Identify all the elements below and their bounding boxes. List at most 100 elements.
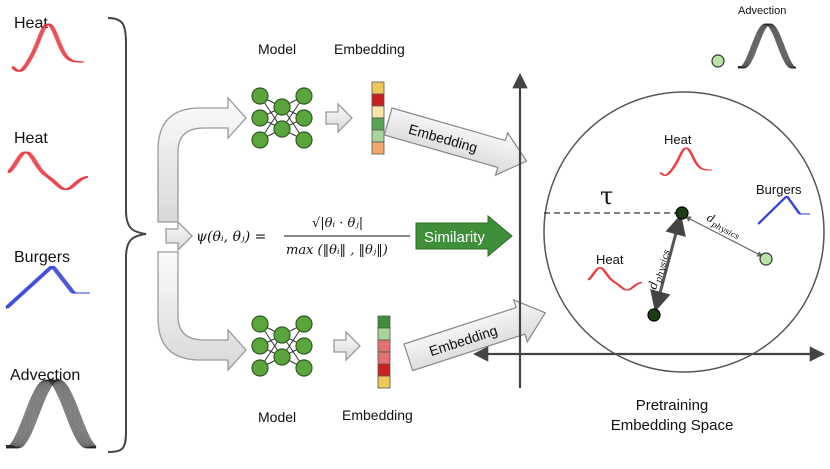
flow-arrow-formula: [165, 220, 193, 252]
mini-burgers-curve: [757, 195, 810, 225]
embedding-space-circle: [543, 91, 825, 373]
space-title-line1: Pretraining: [636, 397, 709, 414]
network-node: [273, 120, 291, 138]
similarity-arrow: Similarity: [415, 214, 513, 258]
network-node: [251, 109, 269, 127]
curve-stroke: [587, 267, 642, 291]
network-node: [251, 87, 269, 105]
curve-stroke: [5, 266, 90, 309]
point-advection: [711, 54, 725, 68]
network-node: [251, 315, 269, 333]
left-curves-panel: Heat Heat Burgers Advection: [5, 15, 97, 449]
bottom-embedding-label: Embedding: [342, 407, 413, 423]
embedding-cell: [377, 339, 391, 353]
embedding-cell: [371, 105, 385, 119]
space-title-line2: Embedding Space: [611, 417, 734, 434]
curve-stroke: [11, 23, 84, 72]
distance-label-main: dphysics: [645, 247, 672, 292]
heat-curve-2: [7, 151, 89, 191]
curve-stroke: [659, 147, 712, 176]
curve-stroke: [7, 151, 88, 191]
curve-stroke: [659, 147, 712, 176]
network-node: [273, 348, 291, 366]
point-burgers: [759, 252, 773, 266]
curve-label-burgers: Burgers: [14, 249, 70, 266]
bottom-embedding-vector: [377, 315, 391, 389]
embedding-cell: [377, 327, 391, 341]
heat-bottom-label: Heat: [596, 252, 624, 267]
curve-label-heat-1: Heat: [14, 15, 48, 32]
embedding-cell: [377, 375, 391, 389]
curve-stroke: [659, 147, 712, 176]
embedding-cell: [371, 129, 385, 143]
curve-stroke: [757, 196, 810, 225]
top-model-label: Model: [258, 41, 296, 57]
curve-stroke: [6, 379, 97, 449]
distance-arrow-small: [684, 216, 764, 257]
distance-arrow-main: [650, 213, 686, 313]
curve-stroke: [5, 266, 90, 308]
mini-heat-bottom-curve: [587, 267, 643, 291]
curve-label-heat-2: Heat: [14, 130, 48, 147]
curve-label-advection: Advection: [10, 367, 80, 384]
curve-stroke: [5, 265, 90, 307]
curve-stroke: [5, 379, 96, 449]
curve-stroke: [659, 147, 712, 176]
embedding-cell: [371, 141, 385, 155]
embedding-cell: [371, 81, 385, 95]
mini-heat-top-curve: [659, 147, 712, 176]
advection-curve: [5, 379, 97, 449]
curve-stroke: [757, 196, 810, 224]
embedding-arrow-top: Embedding: [383, 107, 528, 177]
top-embedding-label: Embedding: [334, 41, 405, 57]
curve-stroke: [757, 195, 810, 224]
distance-sub-main: physics: [654, 249, 673, 285]
formula-numerator: √|θᵢ · θⱼ|: [312, 216, 363, 231]
network-node: [295, 131, 313, 149]
top-model-network: [251, 87, 313, 149]
network-node: [251, 337, 269, 355]
threshold-symbol: τ: [600, 182, 613, 210]
advection-label: Advection: [738, 5, 786, 17]
point-heat-lower: [647, 308, 661, 322]
curve-stroke: [659, 147, 712, 176]
curve-stroke: [757, 195, 810, 225]
burgers-label: Burgers: [756, 182, 802, 197]
mini-advection-curve: [737, 23, 797, 69]
network-node: [273, 326, 291, 344]
distance-sub-small: physics: [710, 220, 741, 242]
network-node: [273, 98, 291, 116]
curve-stroke: [6, 265, 90, 309]
network-node: [295, 109, 313, 127]
curve-stroke: [737, 23, 796, 69]
grouping-brace: [107, 17, 147, 453]
network-node: [295, 87, 313, 105]
network-node: [295, 337, 313, 355]
embedding-cell: [371, 117, 385, 131]
curve-stroke: [5, 266, 90, 309]
heat-top-label: Heat: [664, 132, 692, 147]
curve-stroke: [7, 151, 89, 191]
embedding-cell: [377, 363, 391, 377]
embedding-cell: [371, 93, 385, 107]
embedding-arrow-bottom: Embedding: [403, 298, 547, 372]
formula-denominator: max (‖θᵢ‖ , ‖θⱼ‖): [286, 243, 388, 258]
bottom-model-label: Model: [258, 409, 296, 425]
arrow-model-to-embedding-top: [325, 102, 353, 134]
network-node: [251, 359, 269, 377]
curve-stroke: [757, 195, 810, 225]
curve-stroke: [659, 147, 712, 176]
curve-stroke: [6, 379, 97, 449]
heat-curve-1: [11, 23, 85, 72]
network-node: [251, 131, 269, 149]
bottom-model-network: [251, 315, 313, 377]
flow-arrow-up: [157, 96, 247, 223]
similarity-label: Similarity: [424, 229, 485, 246]
curve-stroke: [5, 379, 96, 449]
top-embedding-vector: [371, 81, 385, 155]
formula-lhs: ψ(θᵢ, θⱼ) =: [196, 229, 266, 245]
embedding-cell: [377, 315, 391, 329]
flow-arrows: [157, 96, 361, 372]
burgers-curve: [5, 265, 90, 309]
